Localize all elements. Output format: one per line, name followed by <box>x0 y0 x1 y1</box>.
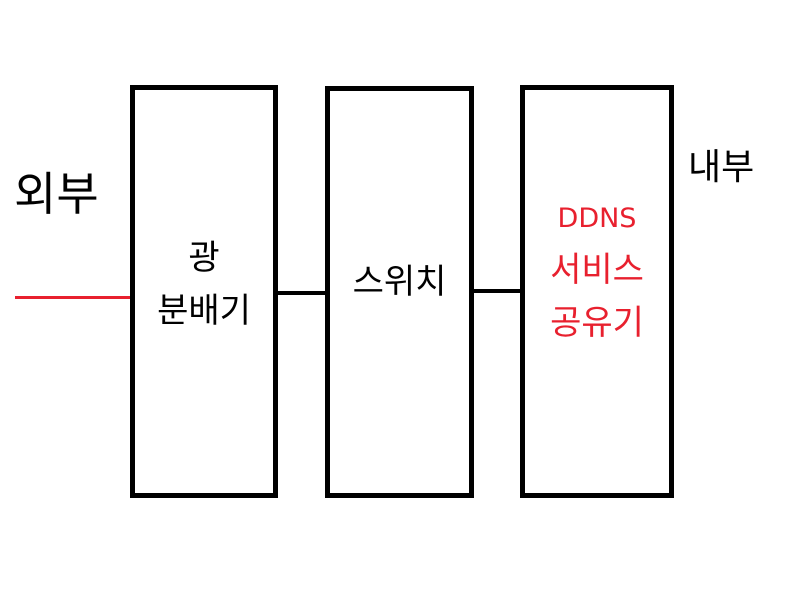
router-label-line1: DDNS <box>557 203 637 235</box>
optical-splitter-box: 광 분배기 <box>130 85 278 498</box>
switch-router-link <box>471 289 523 293</box>
outside-label: 외부 <box>14 167 99 221</box>
external-line <box>15 296 135 299</box>
router-label-line3: 공유기 <box>550 303 644 344</box>
switch-box: 스위치 <box>325 86 474 498</box>
ddns-router-box: DDNS 서비스 공유기 <box>520 85 674 498</box>
inside-label: 내부 <box>688 147 755 188</box>
switch-label: 스위치 <box>352 261 447 302</box>
splitter-label-line2: 분배기 <box>157 290 251 331</box>
splitter-switch-link <box>275 291 328 295</box>
splitter-label-line1: 광 <box>188 237 220 278</box>
router-label-line2: 서비스 <box>550 250 644 291</box>
